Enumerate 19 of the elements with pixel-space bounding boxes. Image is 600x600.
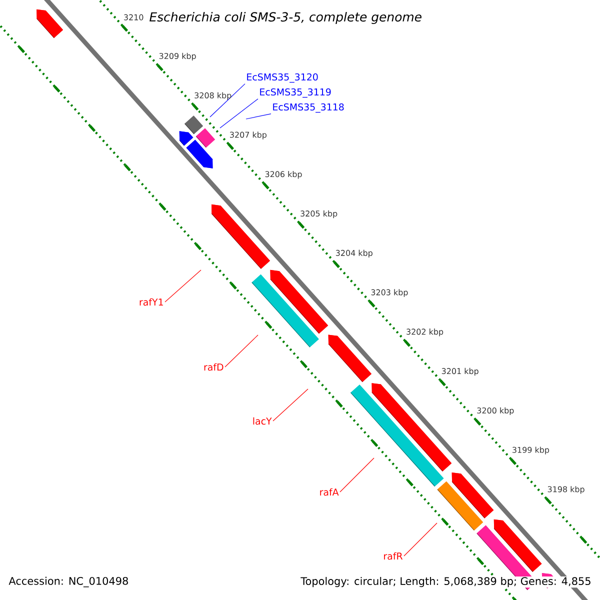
leader-line [224, 334, 258, 368]
gene-label: lacY [253, 417, 272, 425]
gene-label: rafD [204, 363, 224, 371]
gene-label: EcSMS35_3119 [260, 88, 331, 98]
leader-line [220, 98, 258, 128]
gene-label: rafA [320, 488, 339, 496]
accession-text: Accession: NC_010498 [8, 576, 130, 588]
gene-label: rafY1 [140, 298, 163, 306]
gene-label: EcSMS35_3120 [247, 73, 318, 83]
leader-line [404, 522, 438, 556]
gene-label: rafR [384, 552, 403, 560]
title: Escherichia coli SMS-3-5, complete genome [148, 10, 423, 26]
summary-text: Topology: circular; Length: 5,068,389 bp; Genes: 4,855 [300, 576, 592, 588]
leader-line [246, 114, 272, 120]
leader-line [340, 458, 374, 492]
gene-label: EcSMS35_3118 [273, 103, 344, 113]
leader-line [272, 388, 308, 422]
leader-line [210, 84, 246, 118]
leader-line [164, 270, 202, 302]
